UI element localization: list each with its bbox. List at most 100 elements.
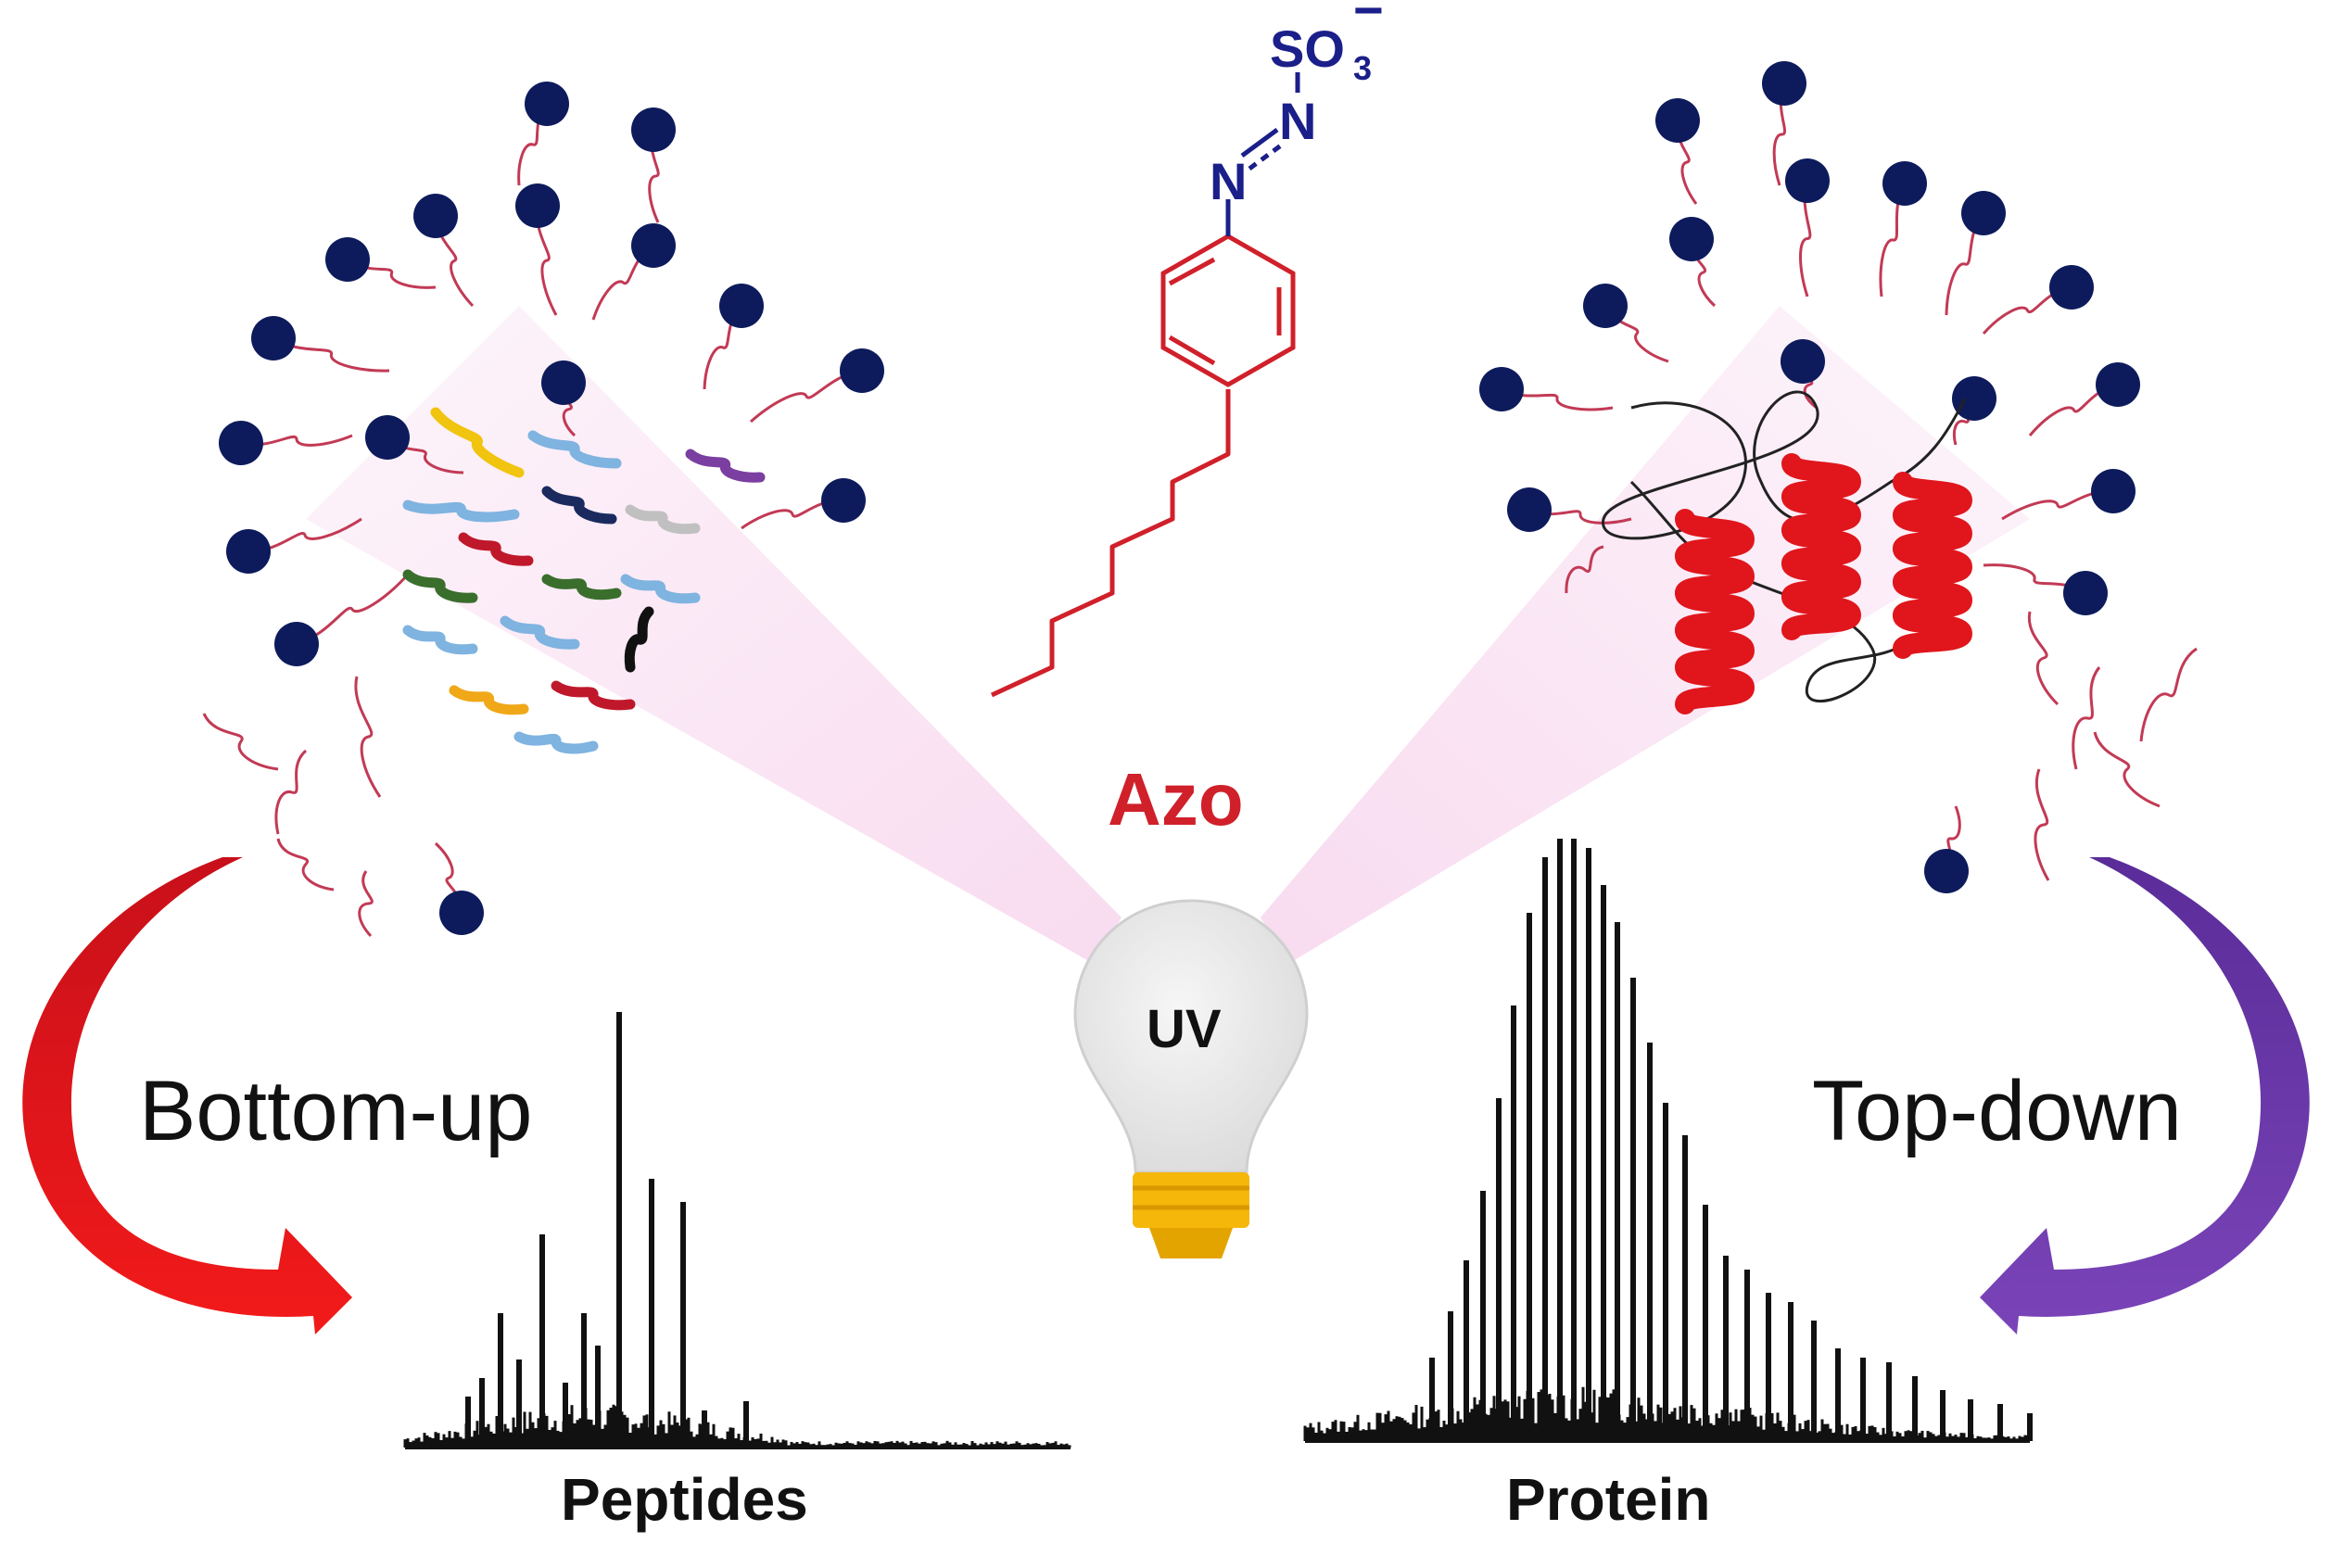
free-surfactant xyxy=(354,676,382,798)
surfactant-head xyxy=(1507,487,1552,532)
protein-mass-spectrum xyxy=(1303,839,2033,1443)
peptide-fragment xyxy=(620,574,701,604)
ring-bond xyxy=(1168,335,1216,366)
surfactant-tail xyxy=(2001,489,2114,521)
helix-turn xyxy=(1781,587,1862,640)
helix-turn xyxy=(1781,520,1862,574)
surfactant-head xyxy=(325,237,370,282)
surfactant-head xyxy=(219,421,263,465)
surfactant-head xyxy=(1924,849,1969,893)
helix-turn xyxy=(1781,487,1862,540)
surfactant-head xyxy=(719,284,764,328)
surfactant-head xyxy=(821,478,866,523)
peptide-fragment xyxy=(527,430,622,469)
curved-arrow-icon xyxy=(22,857,352,1334)
peptide-fragment xyxy=(541,574,622,601)
helix-turn xyxy=(1675,546,1755,603)
peptide-mass-spectrum xyxy=(403,1012,1071,1449)
surfactant-head xyxy=(1669,217,1714,261)
helix-turn xyxy=(1893,538,1973,592)
peptide-fragments xyxy=(402,407,766,754)
nitrogen-upper-label: N xyxy=(1279,92,1316,150)
surfactant-head xyxy=(251,316,296,360)
bulb-tip xyxy=(1149,1228,1233,1258)
surfactant-tail xyxy=(272,336,390,373)
surfactant-tail xyxy=(1879,183,1907,297)
free-surfactant xyxy=(2093,731,2161,808)
protein-structure xyxy=(1602,390,1973,714)
free-surfactant xyxy=(2034,768,2050,881)
surfactant-tail xyxy=(1501,387,1614,411)
surfactant-tail xyxy=(750,369,863,424)
surfactant-head xyxy=(226,529,271,574)
surfactant-head xyxy=(2049,265,2094,310)
protein-label: Protein xyxy=(1506,1466,1710,1533)
azo-double-bond xyxy=(1240,127,1279,158)
helix-turn xyxy=(1893,572,1973,626)
peptide-fragment xyxy=(685,449,766,483)
surfactant-head xyxy=(1479,367,1524,411)
helix-turn xyxy=(1675,509,1755,566)
peptide-fragment xyxy=(402,499,520,523)
free-surfactant xyxy=(2027,611,2060,706)
surfactant-head xyxy=(2091,469,2136,513)
surfactant-head xyxy=(541,360,586,405)
uv-label: UV xyxy=(1147,999,1222,1059)
peptide-fragment xyxy=(402,625,478,655)
helix-turn xyxy=(1781,453,1862,507)
surfactant-head xyxy=(2096,362,2140,407)
alpha-helices xyxy=(1675,453,1973,714)
benzene-ring xyxy=(1160,234,1296,387)
surfactant-head xyxy=(2063,571,2108,615)
helix-turn xyxy=(1893,505,1973,559)
sulfonate-label: SO xyxy=(1270,19,1345,78)
helix-turn xyxy=(1675,620,1755,677)
surfactant-head xyxy=(439,891,484,935)
surfactant-head xyxy=(525,82,569,126)
helix-turn xyxy=(1893,605,1973,659)
nitrogen-lower-label: N xyxy=(1210,152,1247,210)
peptide-fragment xyxy=(541,486,617,525)
surfactant-head xyxy=(274,622,319,666)
peptide-fragment xyxy=(551,680,636,711)
surfactant-tail xyxy=(247,517,362,553)
top-down-label: Top-down xyxy=(1812,1064,2182,1158)
bulb-base xyxy=(1133,1172,1249,1228)
surfactant-head xyxy=(631,107,676,152)
top-down-arrow xyxy=(1980,857,2310,1334)
surfactant-tail xyxy=(296,573,410,646)
surfactant-head xyxy=(1762,61,1806,106)
surfactant-head xyxy=(1961,191,2006,235)
peptide-fragment xyxy=(624,606,654,673)
surfactant-head xyxy=(1952,376,1996,421)
azo-surfactant-molecule: N N SO 3 − xyxy=(990,0,1384,698)
helix-turn xyxy=(1781,553,1862,607)
surfactant-head xyxy=(1882,161,1927,206)
free-surfactant xyxy=(202,713,279,771)
surfactant-tail xyxy=(1945,212,1985,316)
surfactant-head xyxy=(1655,98,1700,143)
peptide-fragment xyxy=(430,407,525,478)
surfactant-tail xyxy=(741,499,844,530)
sulfonate-subscript: 3 xyxy=(1353,49,1372,87)
surfactant-head xyxy=(413,194,458,238)
ring-bond xyxy=(1168,257,1216,286)
surfactant-head xyxy=(515,183,560,228)
peptides-label: Peptides xyxy=(561,1466,808,1533)
peptide-fragment xyxy=(458,532,534,566)
bottom-up-label: Bottom-up xyxy=(139,1064,532,1158)
bottom-up-arrow xyxy=(22,857,352,1334)
surfactant-tail xyxy=(535,205,558,316)
azo-label: Azo xyxy=(1108,758,1244,841)
bulb-glass xyxy=(1073,899,1309,1174)
free-surfactant xyxy=(276,838,335,891)
alkyl-chain xyxy=(990,389,1231,698)
surfactant-head xyxy=(1583,284,1628,328)
micelle-right xyxy=(1479,61,2198,893)
surfactant-head xyxy=(840,348,884,393)
free-surfactant xyxy=(274,749,308,835)
surfactant-tail xyxy=(1799,180,1812,297)
surfactant-head xyxy=(365,415,410,460)
helix-turn xyxy=(1675,657,1755,714)
surfactant-tail xyxy=(1983,563,2086,595)
